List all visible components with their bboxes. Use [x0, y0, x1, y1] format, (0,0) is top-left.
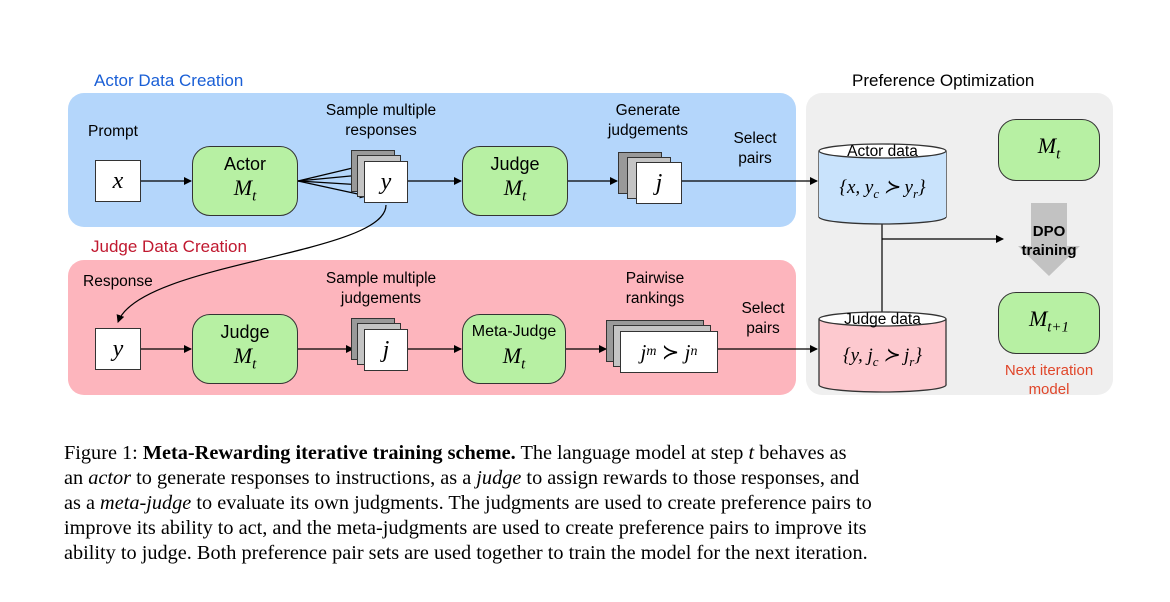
response-label: Response — [83, 273, 153, 290]
dpo-arrow-shape — [1018, 203, 1080, 276]
judge-data-cylinder — [818, 311, 947, 393]
arrow-actor-to-responses-4 — [297, 180, 368, 199]
prompt-x-box: x — [95, 160, 141, 202]
meta-judge-model: Mt — [502, 342, 526, 373]
actor-region-label: Actor Data Creation — [94, 71, 244, 90]
judge-region-label: Judge Data Creation — [91, 237, 247, 256]
arrow-actor-to-responses-2 — [297, 171, 362, 182]
judge-row-node-model: Mt — [233, 342, 257, 373]
actor-node-model: Mt — [233, 174, 257, 205]
caption-line-5: ability to judge. Both preference pair s… — [64, 542, 868, 564]
judge-node-title: Judge — [490, 153, 540, 174]
select-pairs-label-actor: Select pairs — [733, 130, 777, 167]
prompt-label: Prompt — [88, 123, 138, 140]
judge-row-j-box: j — [364, 329, 408, 371]
caption-line-4: improve its ability to act, and the meta… — [64, 517, 867, 539]
current-model-label: Mt — [1037, 132, 1061, 163]
actor-panel — [68, 93, 796, 227]
generate-judgements-label: Generate judgements — [607, 102, 689, 139]
actor-node: Actor Mt — [192, 146, 298, 216]
next-model-node: Mt+1 — [998, 292, 1100, 354]
judge-node-judge-row: Judge Mt — [192, 314, 298, 384]
dpo-training-label: DPO training — [1021, 223, 1077, 259]
judge-row-node-title: Judge — [220, 321, 270, 342]
current-model-node: Mt — [998, 119, 1100, 181]
response-y-input-box: y — [95, 328, 141, 370]
meta-judge-node: Meta-Judge Mt — [462, 314, 566, 384]
actor-data-label: Actor data — [847, 143, 918, 160]
arrow-actor-to-responses-1 — [297, 163, 362, 182]
sample-responses-label: Sample multiple responses — [325, 102, 437, 139]
judge-data-math: {y, jc ≻ jr} — [843, 345, 922, 369]
meta-judge-title: Meta-Judge — [471, 322, 557, 340]
sample-judgements-label: Sample multiple judgements — [325, 270, 437, 307]
judge-node-actor-row: Judge Mt — [462, 146, 568, 216]
judge-data-label: Judge data — [844, 311, 921, 328]
preference-region-label: Preference Optimization — [852, 71, 1035, 90]
figure-caption: Figure 1: Meta-Rewarding iterative train… — [64, 441, 1124, 566]
judgement-j-box: j — [636, 162, 682, 204]
response-y-box: y — [364, 161, 408, 203]
pairwise-rankings-label: Pairwise rankings — [625, 270, 685, 307]
arrow-response-to-judge-row — [116, 204, 387, 323]
next-iteration-label: Next iteration model — [1004, 362, 1094, 398]
caption-line-1: Figure 1: Meta-Rewarding iterative train… — [64, 442, 847, 464]
caption-line-2: an actor to generate responses to instru… — [64, 467, 860, 489]
caption-line-3: as a meta-judge to evaluate its own judg… — [64, 492, 872, 514]
actor-node-title: Actor — [223, 153, 266, 174]
select-pairs-label-judge: Select pairs — [741, 300, 785, 337]
next-model-label: Mt+1 — [1028, 305, 1070, 336]
judge-node-model: Mt — [503, 174, 527, 205]
actor-data-cylinder — [818, 143, 947, 225]
actor-data-math: {x, yc ≻ yr} — [839, 177, 926, 201]
